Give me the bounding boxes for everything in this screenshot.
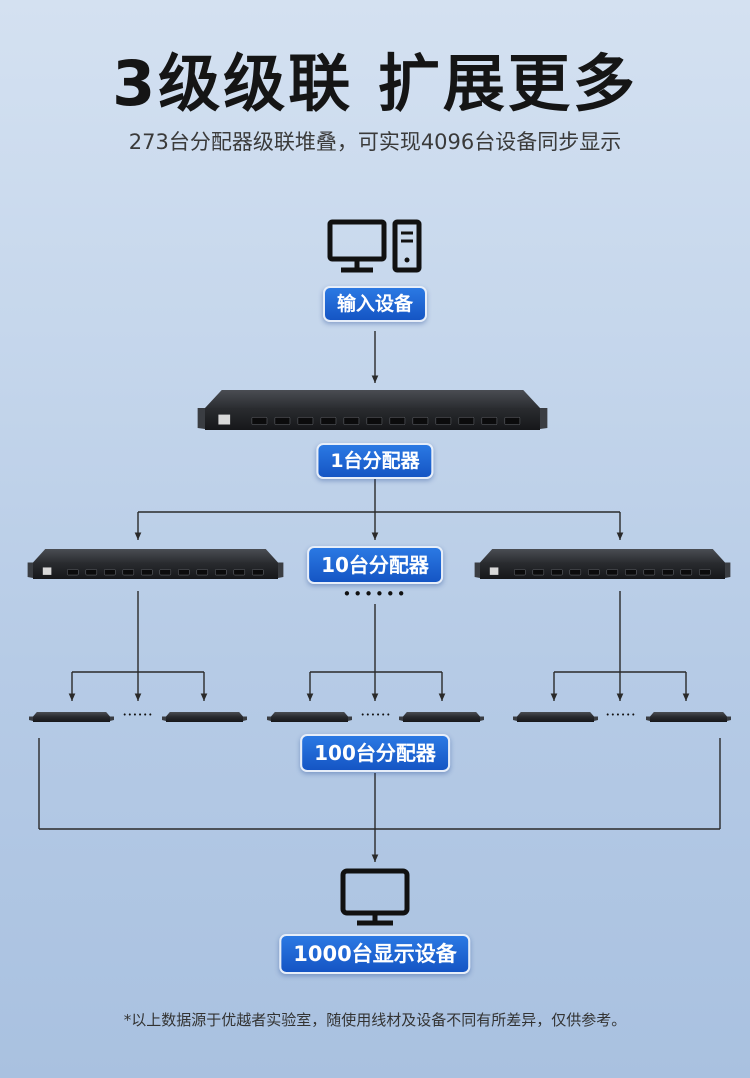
footnote: *以上数据源于优越者实验室，随使用线材及设备不同有所差异，仅供参考。 [123, 1011, 627, 1029]
monitor-icon [340, 868, 410, 926]
level1-splitter-label: 1台分配器 [316, 443, 434, 479]
splitter-level3-b [162, 712, 247, 722]
page-subtitle: 273台分配器级联堆叠，可实现4096台设备同步显示 [128, 130, 622, 154]
connection-lines [38, 331, 721, 862]
ellipsis-group-right: •••••• [605, 711, 637, 719]
ellipsis-group-left: •••••• [122, 711, 154, 719]
level3-splitter-label: 100台分配器 [300, 734, 450, 772]
splitter-level1 [197, 390, 548, 430]
ellipsis-group-center: •••••• [360, 711, 392, 719]
input-device-label: 输入设备 [322, 286, 428, 322]
output-display-label: 1000台显示设备 [279, 934, 471, 974]
splitter-level3-c [267, 712, 352, 722]
splitter-level3-f [646, 712, 731, 722]
splitter-level3-e [513, 712, 598, 722]
splitter-level2-left [27, 549, 284, 579]
level2-splitter-label: 10台分配器 [307, 546, 443, 584]
splitter-level2-right [474, 549, 731, 579]
ellipsis-level2: •••••• [342, 585, 408, 603]
pc-tower-icon [392, 219, 422, 273]
monitor-icon [327, 219, 387, 273]
splitter-level3-d [399, 712, 484, 722]
splitter-level3-a [29, 712, 114, 722]
page-title: 3级级联 扩展更多 [112, 47, 638, 120]
